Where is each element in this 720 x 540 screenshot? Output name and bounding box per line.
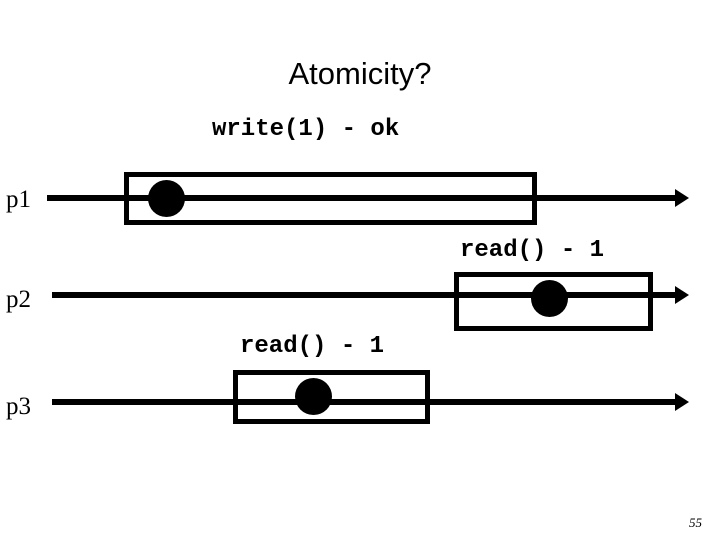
operation-interval-box-p3 [233, 370, 430, 424]
timeline-axis-p2 [52, 292, 676, 298]
page-number: 55 [689, 515, 702, 530]
operation-label-p2: read() - 1 [460, 237, 605, 264]
timeline-arrow-icon-p3 [675, 393, 689, 411]
linearization-point-dot-p2 [531, 280, 568, 317]
page-title: Atomicity? [288, 56, 432, 91]
process-label-p1: p1 [6, 186, 31, 213]
operation-label-p3: read() - 1 [240, 333, 385, 360]
linearization-point-dot-p1 [148, 180, 185, 217]
operation-label-p1: write(1) - ok [212, 116, 400, 143]
process-label-p3: p3 [6, 393, 31, 420]
timeline-axis-p3 [52, 399, 676, 405]
operation-interval-box-p1 [124, 172, 537, 225]
operation-interval-box-p2 [454, 272, 653, 331]
linearization-point-dot-p3 [295, 378, 332, 415]
process-label-p2: p2 [6, 286, 31, 313]
timeline-axis-p1 [47, 195, 676, 201]
timeline-arrow-icon-p1 [675, 189, 689, 207]
timeline-arrow-icon-p2 [675, 286, 689, 304]
